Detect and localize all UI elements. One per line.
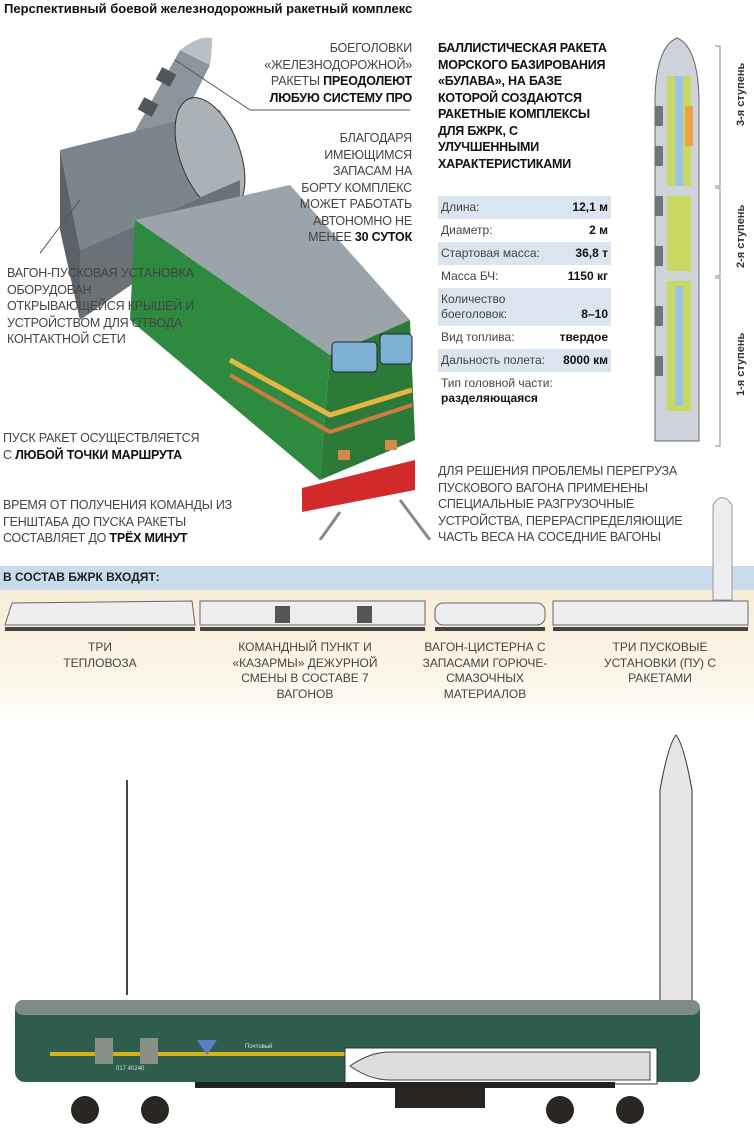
locomotive-icon bbox=[4, 600, 196, 626]
passenger-car-icon bbox=[199, 600, 426, 626]
bulava-description: Баллистическая ракета морского базирован… bbox=[438, 41, 607, 171]
stage-2-label: 2-я ступень bbox=[735, 204, 747, 268]
launcher-car-icon bbox=[552, 600, 749, 626]
composition-item: Вагон-цистерна с запасами горюче-смазочн… bbox=[422, 640, 548, 701]
stage-1-label: 1-я ступень bbox=[735, 332, 747, 396]
spec-row: Стартовая масса:36,8 т bbox=[438, 242, 611, 265]
launcher-wagon-illustration: 017 40240 Почтовый bbox=[15, 734, 700, 1124]
railway-emblem-icon bbox=[197, 1040, 217, 1055]
warhead-type-row: Тип головной части:разделяющаяся bbox=[441, 376, 553, 405]
car-name: Почтовый bbox=[245, 1043, 273, 1050]
time-callout: Время от получения команды из Генштаба д… bbox=[3, 498, 233, 545]
overload-callout: Для решения проблемы перегруза пускового… bbox=[438, 464, 683, 544]
composition-item: Командный пункт и «казармы» дежурной сме… bbox=[232, 640, 378, 701]
launch-callout: Пуск ракет осуществляется с любой точки … bbox=[3, 431, 200, 462]
composition-header-band: В состав БЖРК входят: bbox=[0, 566, 754, 590]
spec-row: Длина:12,1 м bbox=[438, 196, 611, 219]
warheads-callout: Боеголовки «железнодорожной» ракеты прео… bbox=[264, 41, 412, 105]
stage-3-label: 3-я ступень bbox=[735, 62, 747, 126]
spec-row: Масса БЧ:1150 кг bbox=[441, 269, 608, 283]
composition-item: Три пусковые установки (ПУ) с ракетами bbox=[603, 640, 717, 685]
train-composition-diagram bbox=[4, 497, 749, 631]
autonomy-callout: Благодаря имеющимся запасам на борту ком… bbox=[299, 131, 412, 244]
raised-missile-icon bbox=[659, 734, 693, 1061]
spec-row: Дальность полета:8000 км bbox=[438, 349, 611, 372]
train-illustration bbox=[40, 37, 432, 540]
tank-car-icon bbox=[434, 602, 546, 626]
page-title: Перспективный боевой железнодорожный рак… bbox=[4, 1, 413, 16]
composition-heading: В состав БЖРК входят: bbox=[3, 570, 160, 584]
composition-item: Три тепловоза bbox=[63, 640, 137, 670]
wagon-callout: Вагон-пусковая установка оборудован откр… bbox=[7, 266, 195, 346]
specs-table: Длина:12,1 м Диаметр:2 м Стартовая масса… bbox=[438, 196, 611, 410]
spec-row: Вид топлива:твердое bbox=[441, 330, 608, 344]
spec-row: Количество боеголовок:8–10 bbox=[438, 288, 611, 326]
car-number: 017 40240 bbox=[116, 1066, 145, 1072]
missile-cutaway-diagram: 3-я ступень 2-я ступень 1-я ступень bbox=[654, 37, 747, 447]
spec-row: Диаметр:2 м bbox=[441, 223, 608, 237]
